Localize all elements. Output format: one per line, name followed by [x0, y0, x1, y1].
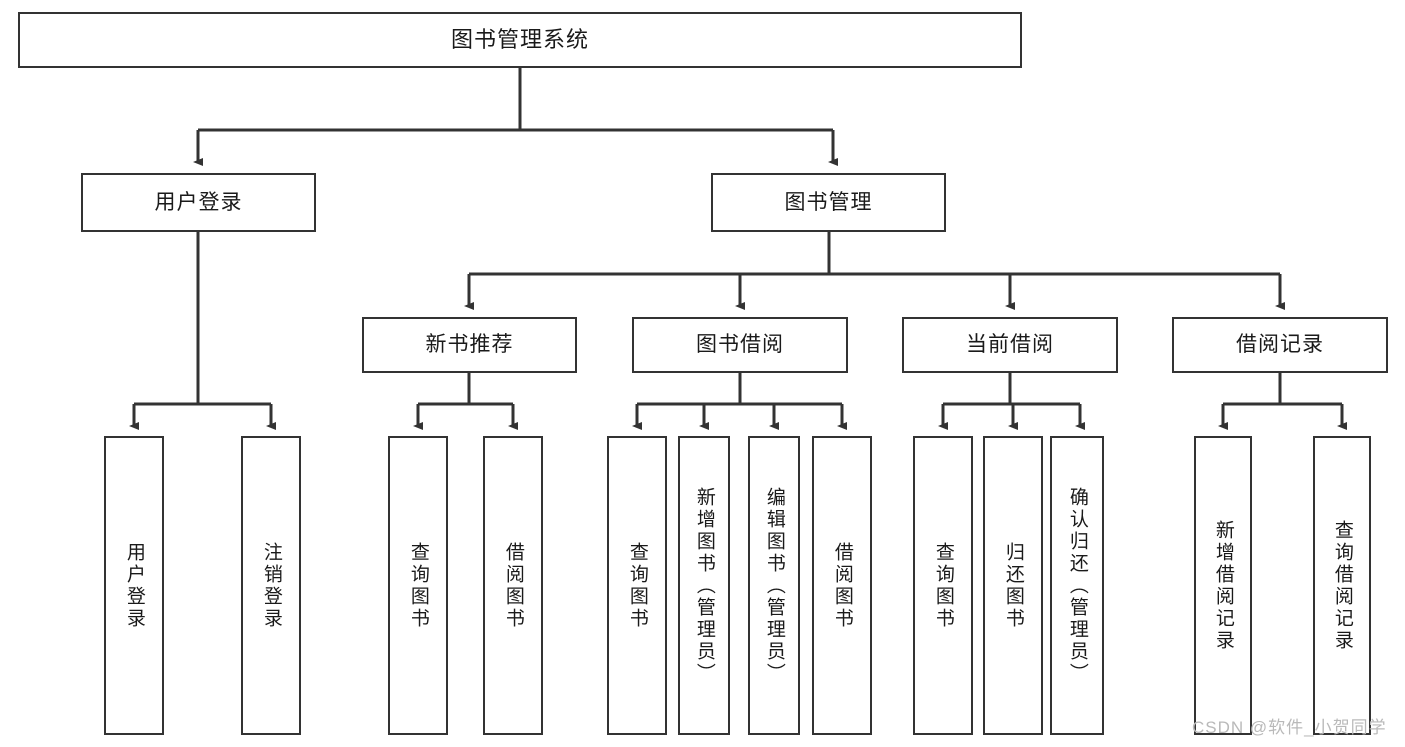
node-borrow-record[interactable]: 借阅记录 — [1172, 317, 1388, 373]
node-user-login[interactable]: 用户登录 — [81, 173, 316, 232]
node-label: 归还图书 — [1002, 541, 1024, 630]
node-label: 查询图书 — [932, 541, 954, 630]
leaf-user-login-login[interactable]: 用户登录 — [104, 436, 164, 735]
leaf-book-borrow-edit[interactable]: 编辑图书（管理员） — [748, 436, 800, 735]
node-label: 用户登录 — [154, 190, 243, 214]
leaf-user-login-logout[interactable]: 注销登录 — [241, 436, 301, 735]
leaf-new-book-borrow[interactable]: 借阅图书 — [483, 436, 543, 735]
node-label: 编辑图书（管理员） — [763, 486, 785, 685]
node-label: 借阅图书 — [502, 541, 524, 630]
leaf-book-borrow-borrow[interactable]: 借阅图书 — [812, 436, 872, 735]
leaf-book-borrow-add[interactable]: 新增图书（管理员） — [678, 436, 730, 735]
node-label: 确认归还（管理员） — [1066, 486, 1088, 685]
node-new-book-recommend[interactable]: 新书推荐 — [362, 317, 577, 373]
node-label: 新增借阅记录 — [1212, 519, 1234, 652]
leaf-new-book-query[interactable]: 查询图书 — [388, 436, 448, 735]
leaf-borrow-record-add[interactable]: 新增借阅记录 — [1194, 436, 1252, 735]
node-root-library-system[interactable]: 图书管理系统 — [18, 12, 1022, 68]
node-label: 当前借阅 — [966, 333, 1054, 357]
node-label: 借阅记录 — [1236, 333, 1324, 357]
node-label: 查询图书 — [626, 541, 648, 630]
node-label: 图书管理 — [784, 190, 873, 214]
node-label: 查询图书 — [407, 541, 429, 630]
node-current-borrow[interactable]: 当前借阅 — [902, 317, 1118, 373]
leaf-book-borrow-query[interactable]: 查询图书 — [607, 436, 667, 735]
leaf-current-borrow-confirm-return[interactable]: 确认归还（管理员） — [1050, 436, 1104, 735]
node-book-management[interactable]: 图书管理 — [711, 173, 946, 232]
node-label: 图书管理系统 — [450, 26, 589, 52]
node-label: 新增图书（管理员） — [693, 486, 715, 685]
node-book-borrow[interactable]: 图书借阅 — [632, 317, 848, 373]
node-label: 用户登录 — [123, 541, 145, 630]
node-label: 借阅图书 — [831, 541, 853, 630]
node-label: 图书借阅 — [696, 333, 784, 357]
watermark: CSDN @软件_小贺同学 — [1192, 718, 1387, 737]
leaf-current-borrow-return[interactable]: 归还图书 — [983, 436, 1043, 735]
node-label: 注销登录 — [260, 541, 282, 630]
node-label: 新书推荐 — [425, 333, 514, 357]
leaf-borrow-record-query[interactable]: 查询借阅记录 — [1313, 436, 1371, 735]
node-label: 查询借阅记录 — [1331, 519, 1353, 652]
leaf-current-borrow-query[interactable]: 查询图书 — [913, 436, 973, 735]
